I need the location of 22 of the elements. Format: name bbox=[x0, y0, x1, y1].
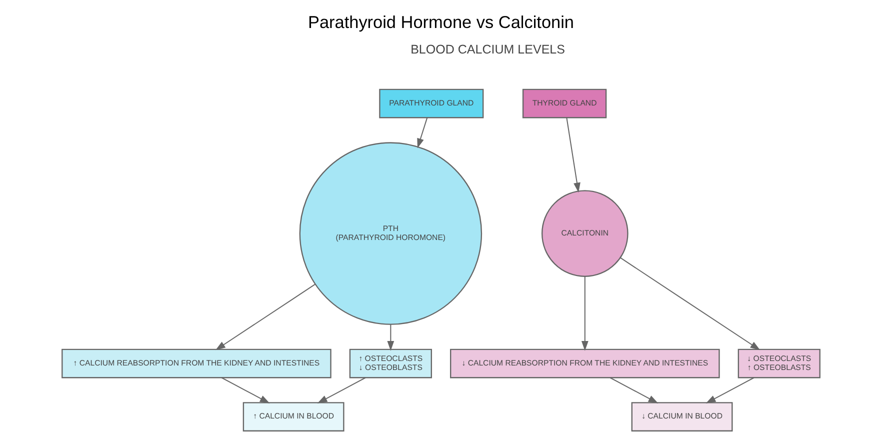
arrow bbox=[416, 118, 428, 148]
arrow bbox=[705, 377, 754, 404]
node-box: THYROID GLAND bbox=[522, 88, 606, 118]
node-box: ↑ CALCIUM IN BLOOD bbox=[242, 402, 344, 432]
node-box: ↓ OSTEOCLASTS ↑ OSTEOBLASTS bbox=[737, 348, 820, 378]
node-box: ↑ OSTEOCLASTS ↓ OSTEOBLASTS bbox=[348, 348, 432, 378]
arrow bbox=[609, 377, 658, 404]
arrow bbox=[220, 377, 270, 404]
label: BLOOD CALCIUM LEVELS bbox=[410, 42, 565, 56]
arrow bbox=[620, 257, 760, 350]
node-circle: PTH (PARATHYROID HOROMONE) bbox=[298, 142, 482, 325]
node-box: ↓ CALCIUM IN BLOOD bbox=[630, 402, 732, 432]
arrow bbox=[580, 276, 588, 351]
node-box: PARATHYROID GLAND bbox=[378, 88, 484, 118]
node-box: ↑ CALCIUM REABSORPTION FROM THE KIDNEY AND INTESTINES bbox=[61, 348, 331, 378]
node-circle: CALCITONIN bbox=[541, 190, 628, 277]
diagram-title: Parathyroid Hormone vs Calcitonin bbox=[307, 12, 574, 32]
arrow bbox=[215, 284, 315, 350]
arrow bbox=[386, 324, 394, 351]
arrow bbox=[566, 118, 580, 193]
arrow bbox=[316, 377, 366, 404]
node-box: ↓ CALCIUM REABSORPTION FROM THE KIDNEY AND INTESTINES bbox=[450, 348, 720, 378]
